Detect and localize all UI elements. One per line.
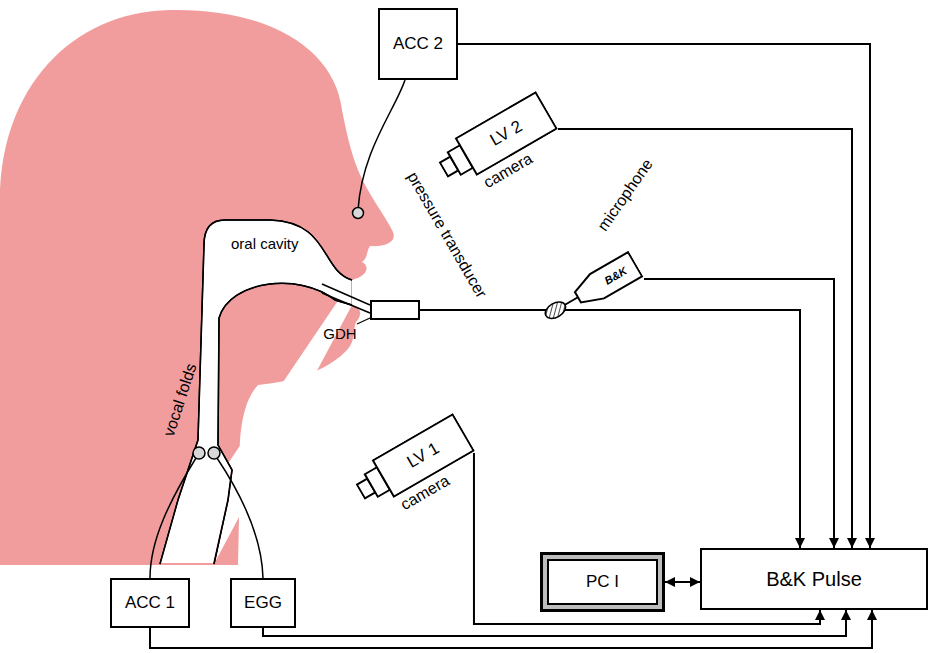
computer-box: PC I	[540, 552, 665, 612]
leader-line	[357, 318, 370, 324]
egg-electrode	[208, 447, 220, 459]
node-label: B&K Pulse	[766, 568, 862, 590]
sensor-wire	[358, 80, 405, 210]
sensor-wire	[150, 458, 196, 578]
vocal-tract	[160, 220, 352, 564]
node-caption: microphone	[593, 156, 655, 235]
transducer-box: GDH	[370, 300, 420, 320]
node-label: ACC 2	[393, 35, 443, 54]
accelerometer-sensor	[353, 208, 364, 219]
head-outline	[0, 10, 394, 565]
microphone-symbol: B&Kmicrophone	[536, 249, 644, 331]
signal-connector	[644, 279, 834, 548]
probe-tube	[322, 284, 370, 305]
sensor-box: EGG	[230, 578, 296, 628]
node-label: GDH	[323, 326, 356, 343]
node-label: PC I	[586, 573, 619, 592]
probe-tube	[322, 293, 370, 313]
sensor-box: ACC 1	[110, 578, 190, 628]
node-label: ACC 1	[125, 594, 175, 613]
signal-connector	[558, 129, 852, 548]
part-label: pressure transducer	[404, 169, 490, 301]
analyzer-box: B&K Pulse	[700, 548, 928, 610]
sensor-wire	[217, 458, 263, 578]
signal-connector	[665, 581, 700, 583]
camera-symbol: LV 1camera	[349, 413, 475, 511]
signal-connector	[263, 610, 846, 636]
node-label: EGG	[244, 594, 282, 613]
vocal-tract-line	[160, 220, 352, 564]
microphone-outline	[536, 249, 644, 331]
signal-connector	[420, 310, 800, 548]
accelerometer-sensor	[193, 447, 205, 459]
sensor-box: ACC 2	[378, 8, 458, 80]
camera-symbol: LV 2camera	[432, 91, 558, 189]
part-label: vocal folds	[160, 361, 200, 438]
part-label: oral cavity	[230, 236, 300, 253]
